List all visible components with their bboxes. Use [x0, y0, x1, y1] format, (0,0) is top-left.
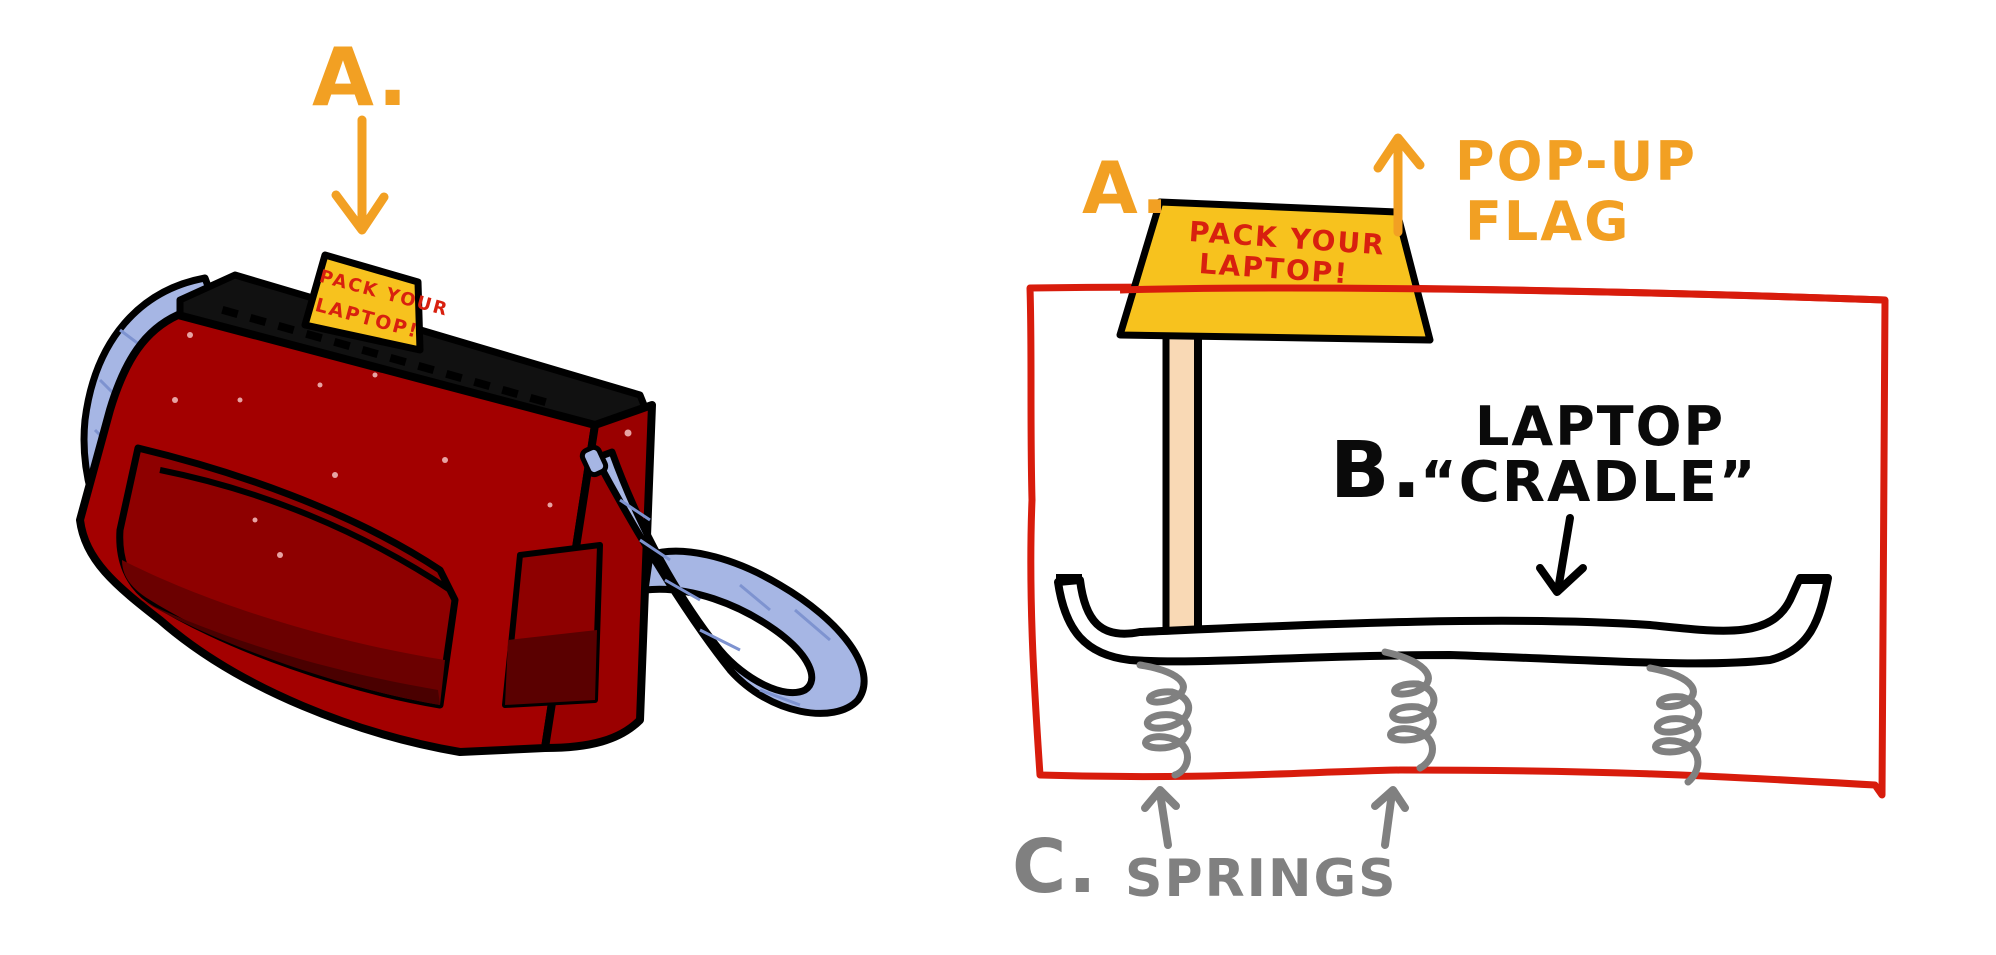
springs-label: SPRINGS [1125, 849, 1398, 909]
arrow-down-left-icon [1536, 514, 1587, 596]
laptop-cradle [1054, 574, 1832, 668]
bag-popup-flag [301, 251, 424, 354]
bag-body [76, 305, 656, 756]
flag-pole [1162, 335, 1202, 632]
springs [1136, 648, 1703, 786]
springs-letter-c: C. [1012, 824, 1099, 910]
spring-icon [1646, 664, 1703, 786]
label-a-diagram: A. [1082, 146, 1171, 230]
cradle-label-line1: LAPTOP [1475, 395, 1726, 458]
spring-icon [1136, 661, 1193, 779]
popup-flag-label-line2: FLAG [1465, 190, 1631, 253]
popup-flag-label-line1: POP-UP [1455, 130, 1697, 193]
strap-front [579, 444, 868, 717]
cradle-letter-b: B. [1330, 426, 1424, 516]
arrow-up-icon [1373, 133, 1425, 237]
arrow-up-icon [1371, 786, 1409, 849]
cradle-label-line2: “CRADLE” [1420, 450, 1758, 515]
spring-icon [1381, 648, 1438, 772]
label-a-bag: A. [312, 31, 410, 124]
arrow-up-icon [1141, 786, 1180, 849]
arrow-down-icon [331, 115, 389, 235]
